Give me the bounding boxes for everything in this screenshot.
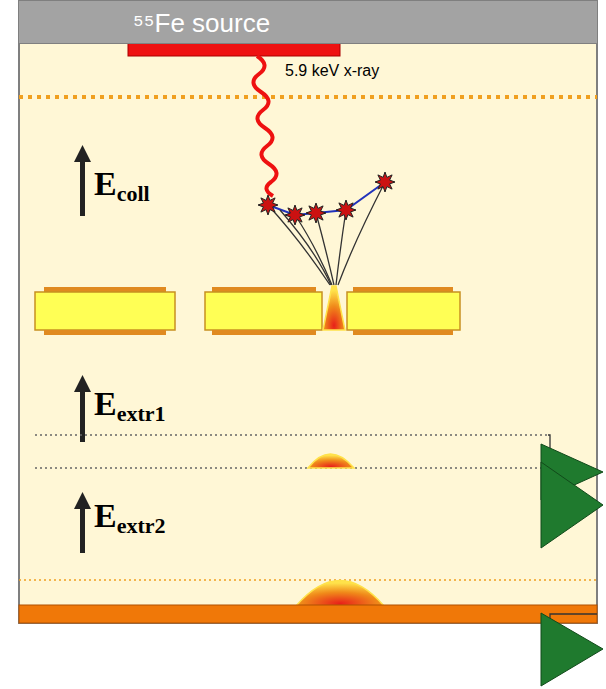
field-label: Eextr2 bbox=[94, 497, 166, 539]
hit-star bbox=[336, 200, 356, 220]
x-ray-label: 5.9 keV x-ray bbox=[285, 62, 379, 80]
drift-electrode bbox=[19, 95, 597, 99]
readout-plane bbox=[35, 434, 548, 436]
amplifier-symbol bbox=[541, 444, 603, 686]
photoelectron-track bbox=[268, 182, 385, 215]
drift-lines bbox=[268, 182, 385, 285]
hit-star bbox=[258, 195, 278, 215]
field-label: Ecoll bbox=[94, 165, 150, 207]
source-bar bbox=[128, 43, 340, 56]
anode-pad bbox=[19, 605, 597, 623]
field-label: Eextr1 bbox=[94, 385, 166, 427]
field-arrows bbox=[74, 145, 91, 553]
hit-star bbox=[285, 205, 305, 225]
x-ray-wave bbox=[253, 56, 276, 196]
hit-star bbox=[306, 203, 326, 223]
source-band: ⁵⁵Fe source bbox=[19, 1, 597, 44]
charge-cloud bbox=[308, 454, 354, 468]
readout-plane bbox=[35, 467, 548, 469]
chamber-volume bbox=[19, 1, 597, 623]
charge-cloud bbox=[296, 581, 384, 607]
source-label: ⁵⁵Fe source bbox=[133, 8, 270, 39]
avalanche bbox=[323, 286, 345, 330]
mesh bbox=[19, 579, 597, 581]
gem-foils bbox=[35, 287, 460, 335]
hit-star bbox=[375, 172, 395, 192]
ionization-hits bbox=[258, 172, 395, 225]
